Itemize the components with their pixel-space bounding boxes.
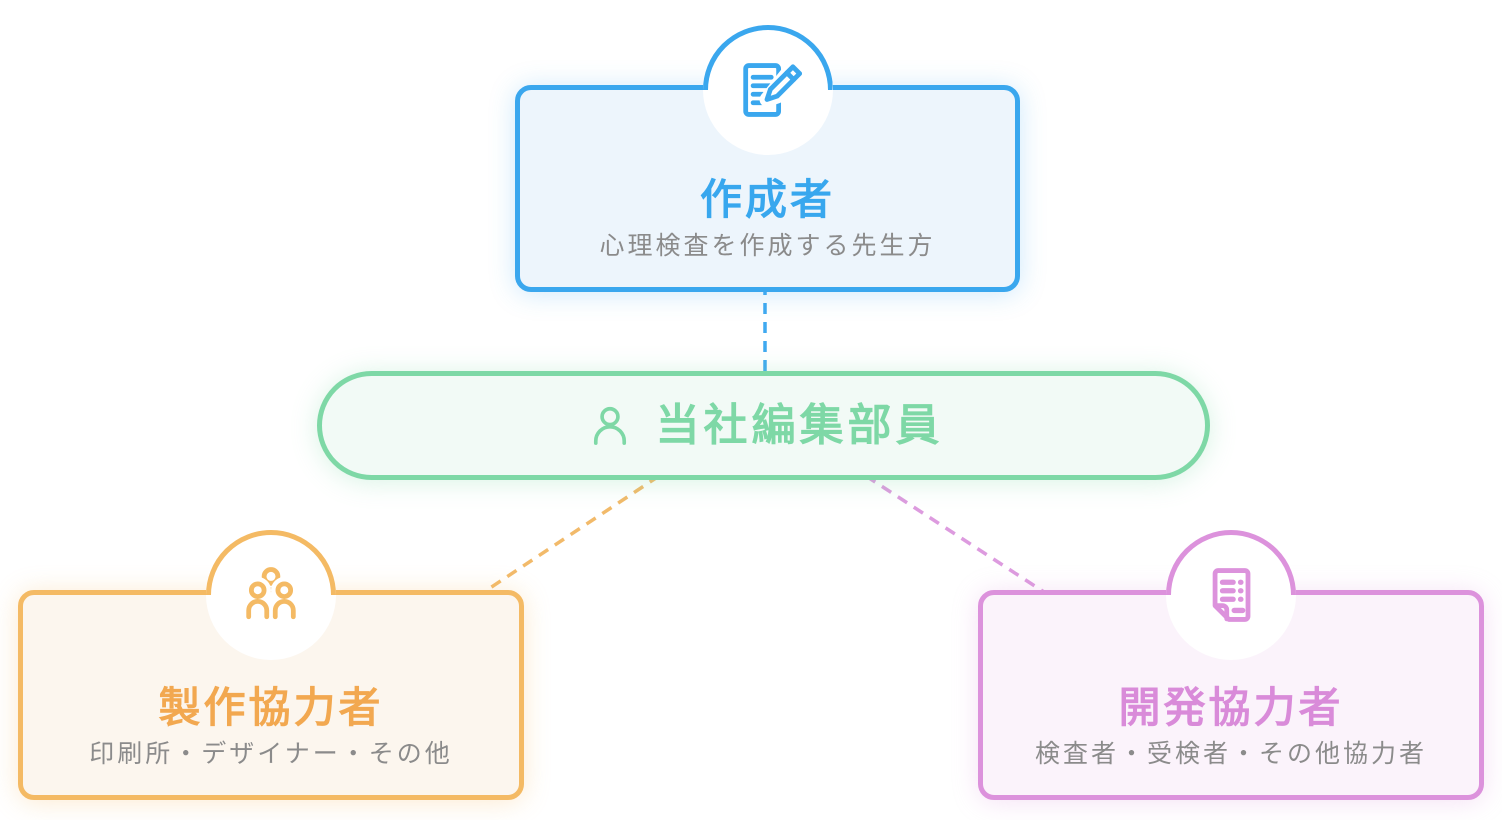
creator-subtitle: 心理検査を作成する先生方	[599, 231, 936, 260]
creator-badge	[702, 25, 833, 155]
document-pencil-icon	[742, 59, 802, 117]
production-subtitle: 印刷所・デザイナー・その他	[89, 739, 453, 768]
node-development: 開発協力者 検査者・受検者・その他協力者	[978, 530, 1484, 800]
person-icon	[593, 406, 626, 445]
connector-editor-development	[865, 474, 1045, 594]
production-title: 製作協力者	[158, 683, 384, 731]
creator-title: 作成者	[699, 175, 835, 223]
document-list-icon	[1212, 568, 1251, 622]
node-creator: 作成者 心理検査を作成する先生方	[515, 25, 1020, 292]
node-production: 製作協力者 印刷所・デザイナー・その他	[18, 530, 524, 800]
editor-label: 当社編集部員	[655, 400, 944, 450]
connector-editor-production	[483, 474, 660, 594]
people-group-icon	[241, 567, 301, 624]
node-editor: 当社編集部員	[317, 371, 1210, 480]
production-badge	[206, 530, 336, 660]
development-badge	[1166, 530, 1296, 660]
development-title: 開発協力者	[1118, 683, 1344, 731]
development-subtitle: 検査者・受検者・その他協力者	[1034, 739, 1427, 768]
